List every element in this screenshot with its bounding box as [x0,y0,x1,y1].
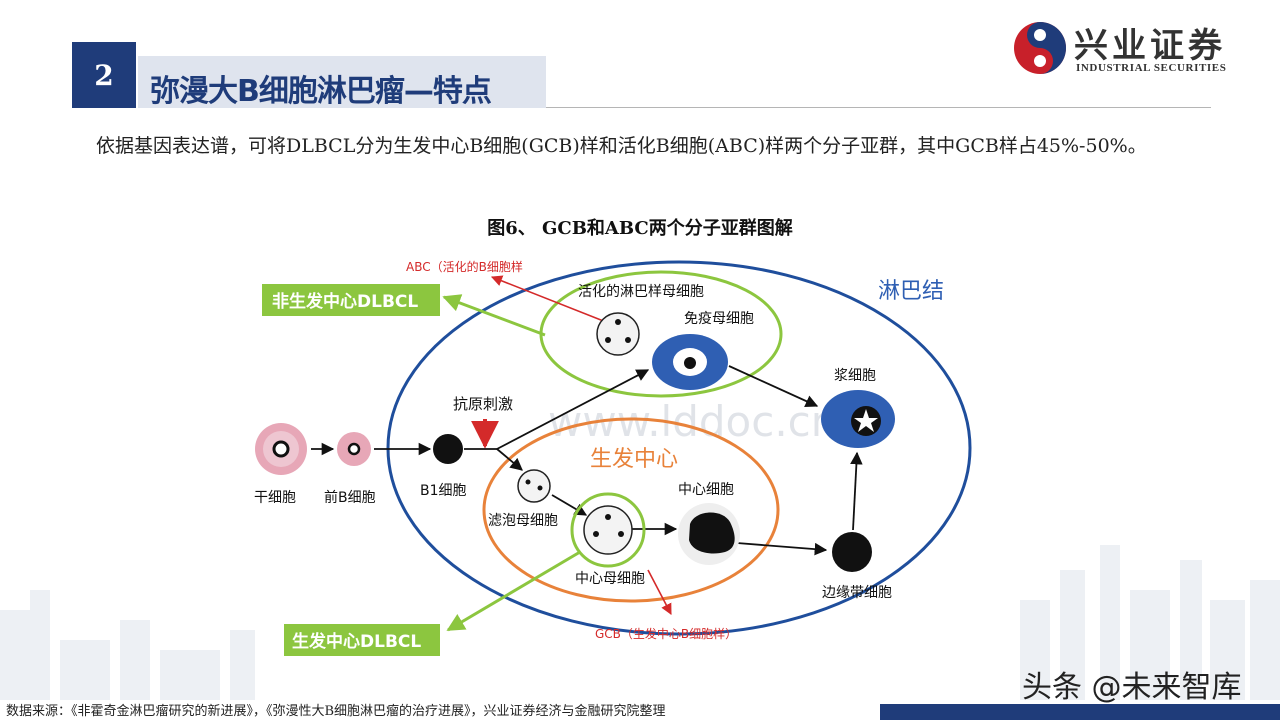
marginal-zone-cell [832,532,872,572]
gcb-dlbcl-label: 生发中心DLBCL [292,631,421,652]
gcb-note-arrow [647,569,672,615]
pre-b-cell [337,432,371,466]
abc-note: ABC（活化的B细胞样 [406,259,523,274]
logo-mark-icon [1014,22,1066,74]
source-note: 数据来源：《非霍奇金淋巴瘤研究的新进展》，《弥漫性大B细胞淋巴瘤的治疗进展》，兴… [6,704,666,719]
immunoblast-label: 免疫母细胞 [684,311,754,327]
logo-english: INDUSTRIAL SECURITIES [1076,62,1227,74]
activated-lymphoblast-label: 活化的淋巴样母细胞 [578,284,704,300]
toutiao-watermark: 头条 @未来智库 [1022,670,1242,705]
figure-title: 图6、 GCB和ABC两个分子亚群图解 [487,218,793,239]
plasma-cell-label: 浆细胞 [834,368,876,384]
footer-bar [880,704,1280,720]
centrocyte-cell [678,503,740,565]
logo-name: 兴业证券 [1074,26,1226,66]
gcb-dlbcl-box [284,624,440,656]
arrow-marginal-to-plasma [850,451,863,531]
arrow-immunoblast-to-plasma [728,365,819,408]
arrow-to-immunoblast [496,369,650,450]
centroblast-cell [583,505,633,555]
germinal-center-label: 生发中心 [590,447,678,472]
centrocyte-label: 中心细胞 [678,482,734,498]
arrow-centrocyte-to-marginal [736,542,828,556]
b1-cell [433,434,463,464]
activated-lymphoblast-cell [596,312,640,356]
lymph-node-outline [386,260,972,636]
non-gcb-dlbcl-box [262,284,440,316]
stem-cell-label: 干细胞 [254,490,296,506]
immunoblast-cell [652,334,728,390]
gcb-circle [570,492,646,568]
gcb-note: GCB（生发中心B细胞样） [595,626,737,641]
b1-cell-label: B1细胞 [420,483,467,499]
company-logo: 兴业证券 INDUSTRIAL SECURITIES [1012,20,1262,80]
follicular-blast-cell [517,469,551,503]
marginal-zone-label: 边缘带细胞 [822,585,892,601]
germinal-center-outline [482,417,780,603]
centroblast-label: 中心母细胞 [575,571,645,587]
follicular-blast-label: 滤泡母细胞 [488,513,558,529]
header-divider [546,107,1211,108]
arrow-follicular-to-centroblast [551,494,588,516]
lymph-node-label: 淋巴结 [878,279,944,304]
gcb-dlbcl-arrow [446,550,581,632]
antigen-stimulation-label: 抗原刺激 [453,395,513,413]
non-gcb-dlbcl-label: 非生发中心DLBCL [272,291,418,312]
arrow-to-follicular [496,448,523,471]
pre-b-cell-label: 前B细胞 [324,489,376,506]
abc-note-arrow [490,275,607,323]
title-bar [138,56,546,108]
stem-cell [255,423,307,475]
intro-paragraph: 依据基因表达谱，可将DLBCL分为生发中心B细胞(GCB)样和活化B细胞(ABC… [96,135,1147,157]
non-gcb-arrow [442,294,546,337]
page-title: 弥漫大B细胞淋巴瘤—特点 [150,74,492,109]
plasma-cell [821,390,895,448]
section-number: 2 [72,42,136,108]
